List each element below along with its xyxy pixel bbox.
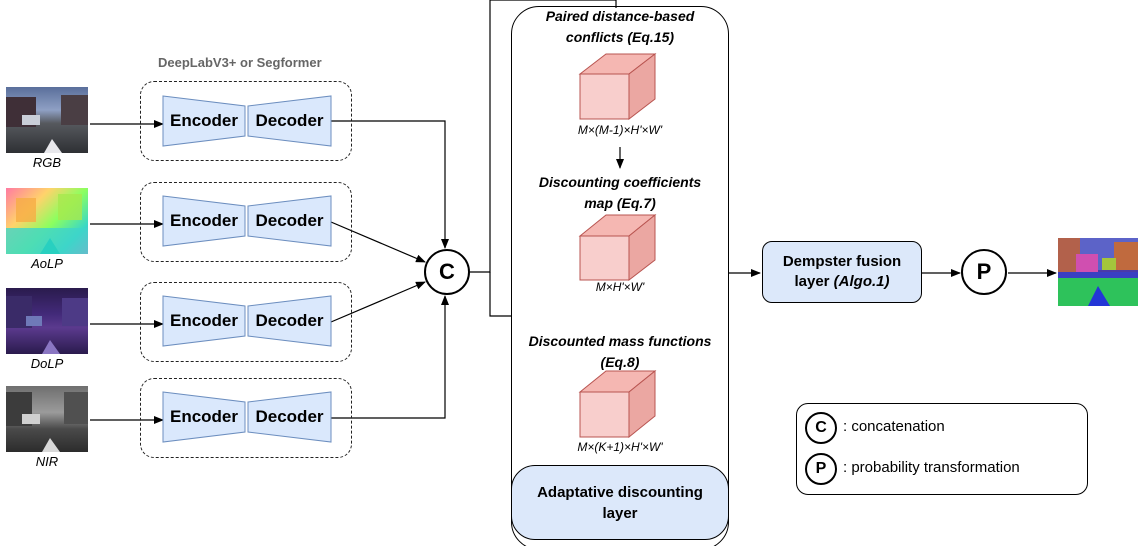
dolp-input-image <box>6 288 88 354</box>
encoder-decoder-group-nir <box>140 378 352 458</box>
rgb-label: RGB <box>32 155 62 170</box>
output-segmentation-image <box>1058 238 1138 306</box>
legend-concatenation-text: : concatenation <box>843 418 945 435</box>
legend <box>796 403 1088 495</box>
decoder-shape-dolp <box>247 295 332 347</box>
decoder-label-rgb: Decoder <box>255 111 324 130</box>
arrow-nir-decoder-to-concat <box>331 295 449 419</box>
rgb-scene <box>6 95 88 153</box>
encoder-shape-nir <box>162 391 246 443</box>
legend-probability-text: : probability transformation <box>843 459 1020 476</box>
legend-c-symbol: C <box>805 412 837 444</box>
encoder-label-rgb: Encoder <box>169 111 239 130</box>
decoder-label-nir: Decoder <box>255 407 324 426</box>
adaptive-discounting-layer: Adaptative discounting layer <box>511 465 729 540</box>
discounted-mass-title-line2: (Eq.8) <box>600 354 640 370</box>
discount-coef-title-line1: Discounting coefficients <box>538 174 702 190</box>
discounted-mass-dims: M×(K+1)×H'×W' <box>577 440 663 454</box>
arrow-dolp-decoder-to-concat <box>330 281 426 323</box>
dempster-line2-prefix: layer <box>794 273 834 290</box>
backbone-title: DeepLabV3+ or Segformer <box>158 55 322 70</box>
encoder-decoder-group-rgb <box>140 81 352 161</box>
paired-conflicts-title-line2: conflicts (Eq.15) <box>565 29 675 45</box>
encoder-decoder-group-dolp <box>140 282 352 362</box>
cube-discounted-mass <box>578 369 657 439</box>
decoder-shape-aolp <box>247 195 332 247</box>
adaptive-layer-line2: layer <box>602 504 638 522</box>
paired-conflicts-title-line1: Paired distance-based <box>545 8 695 24</box>
discount-coef-title: Discounting coefficients map (Eq.7) <box>511 172 729 214</box>
cube-discounting-coefficients <box>578 213 657 282</box>
decoder-shape-rgb <box>247 95 332 147</box>
discount-coef-title-line2: map (Eq.7) <box>584 195 656 211</box>
paired-conflicts-title: Paired distance-based conflicts (Eq.15) <box>511 6 729 48</box>
aolp-input-image <box>6 188 88 254</box>
segmentation-scene <box>1058 238 1138 306</box>
nir-input-image <box>6 386 88 452</box>
dempster-line1: Dempster fusion <box>782 253 902 270</box>
rgb-input-image <box>6 87 88 153</box>
nir-label: NIR <box>35 454 59 469</box>
arrow-into-paired <box>490 0 617 8</box>
decoder-label-aolp: Decoder <box>255 211 324 230</box>
discounted-mass-title-line1: Discounted mass functions <box>528 333 712 349</box>
adaptive-layer-line1: Adaptative discounting <box>537 483 703 501</box>
dempster-fusion-layer: Dempster fusion layer (Algo.1) <box>762 241 922 303</box>
dempster-algo-ref: (Algo.1) <box>833 273 890 290</box>
arrow-aolp-decoder-to-concat <box>330 221 426 263</box>
aolp-scene <box>6 194 88 254</box>
cube-paired-conflicts <box>578 52 657 121</box>
probability-node: P <box>961 249 1007 295</box>
paired-dims: M×(M-1)×H'×W' <box>577 123 663 137</box>
nir-scene <box>6 392 88 452</box>
encoder-label-aolp: Encoder <box>169 211 239 230</box>
discounted-mass-title: Discounted mass functions (Eq.8) <box>511 331 729 373</box>
encoder-shape-rgb <box>162 95 246 147</box>
decoder-shape-nir <box>247 391 332 443</box>
encoder-shape-dolp <box>162 295 246 347</box>
encoder-label-nir: Encoder <box>169 407 239 426</box>
decoder-label-dolp: Decoder <box>255 311 324 330</box>
dolp-scene <box>6 296 88 354</box>
legend-p-symbol: P <box>805 453 837 485</box>
aolp-label: AoLP <box>31 256 63 271</box>
dolp-label: DoLP <box>30 356 64 371</box>
discount-coef-dims: M×H'×W' <box>595 280 645 294</box>
encoder-shape-aolp <box>162 195 246 247</box>
arrow-rgb-decoder-to-concat <box>331 120 449 249</box>
encoder-decoder-group-aolp <box>140 182 352 262</box>
dempster-line2: layer (Algo.1) <box>783 272 901 292</box>
concat-node: C <box>424 249 470 295</box>
encoder-label-dolp: Encoder <box>169 311 239 330</box>
